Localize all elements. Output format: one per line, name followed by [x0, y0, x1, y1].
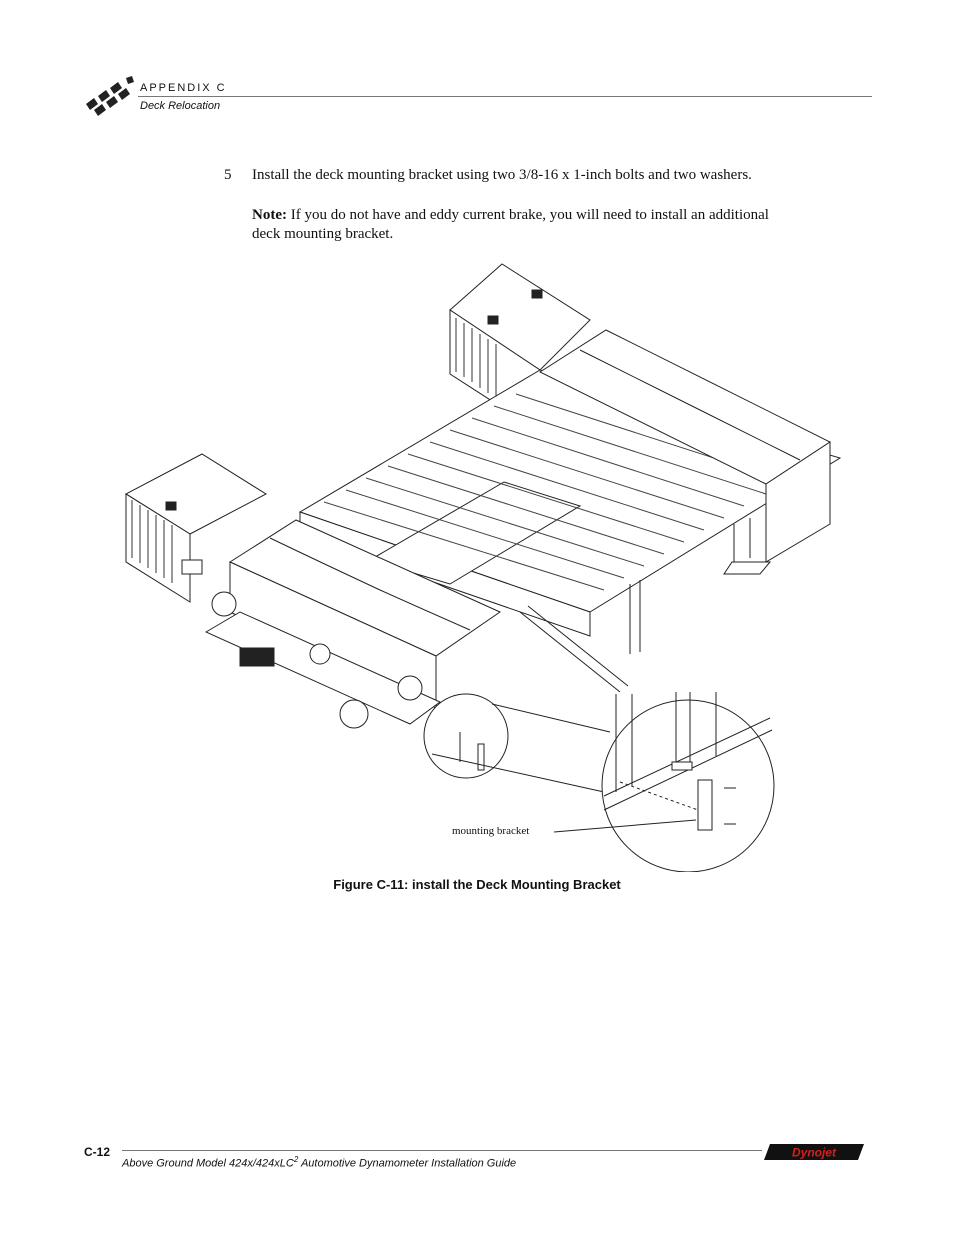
footer-title-sup: 2 — [293, 1155, 299, 1164]
footer-title: Above Ground Model 424x/424xLC2 Automoti… — [122, 1155, 516, 1170]
zoom-detail — [603, 692, 773, 831]
front-pau-box — [124, 453, 268, 603]
note-label: Note: — [252, 207, 287, 223]
detail-connector-bottom — [431, 753, 605, 793]
detail-zoom-circle — [601, 699, 775, 872]
footer-rule — [122, 1150, 762, 1151]
note-text: If you do not have and eddy current brak… — [252, 207, 769, 242]
dynojet-logo: Dynojet — [764, 1144, 864, 1160]
header-appendix: APPENDIX C — [140, 82, 227, 94]
page-number: C-12 — [84, 1145, 111, 1159]
step-number: 5 — [224, 167, 232, 183]
detail-connector-top — [491, 703, 611, 733]
step-text: Install the deck mounting bracket using … — [252, 167, 752, 183]
callout-mounting-bracket: mounting bracket — [452, 825, 530, 837]
roller-housing-rear — [538, 329, 832, 563]
dynojet-logo-text: Dynojet — [792, 1146, 837, 1160]
header-section: Deck Relocation — [140, 100, 221, 112]
source-bracket — [459, 732, 485, 771]
footer-title-rest: Automotive Dynamometer Installation Guid… — [298, 1157, 517, 1170]
figure-caption: Figure C-11: install the Deck Mounting B… — [333, 877, 621, 892]
front-frame — [204, 591, 629, 729]
footer-title-main: Above Ground Model 424x/424xLC — [122, 1157, 294, 1170]
detail-source-circle — [423, 693, 509, 779]
header-rule — [138, 96, 872, 97]
note: Note: If you do not have and eddy curren… — [252, 206, 792, 244]
checkered-flag-icon — [86, 76, 134, 116]
dynamometer-drawing — [124, 263, 842, 872]
callout-leader — [553, 819, 697, 833]
rear-legs — [629, 518, 772, 654]
